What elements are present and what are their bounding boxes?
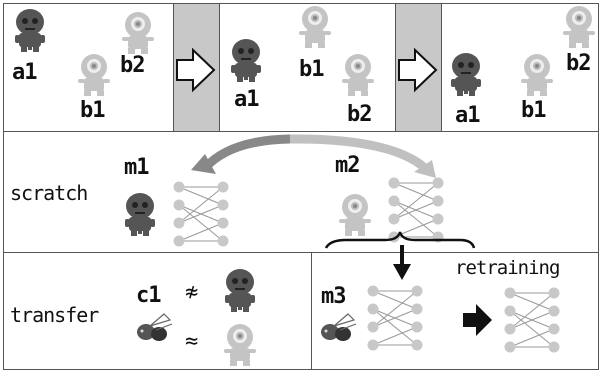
retraining-arrow-icon [463,304,492,336]
row-divider-bottom [3,252,599,253]
label-m3: m3 [321,284,346,309]
not-approx-symbol: ≉ [185,280,198,305]
label-m2: m2 [335,153,360,178]
robot-b1-icon [299,6,331,48]
row-divider-top [3,131,599,132]
label-b1: b1 [80,98,105,123]
retraining-label: retraining [455,257,560,279]
brace-icon [324,231,476,249]
bee-icon [320,313,357,342]
network-m3-icon [367,285,423,351]
row-label-scratch: scratch [10,181,88,205]
label-a1: a1 [455,103,480,128]
row-label-transfer: transfer [10,303,99,327]
transfer-divider [311,252,312,370]
robot-b2-icon [342,54,374,96]
curved-arrow-to-m1-icon [201,134,291,172]
label-a1: a1 [234,87,259,112]
next-step-arrow-icon [398,47,438,93]
label-m1: m1 [124,155,149,180]
robot-a1-icon [15,9,45,52]
robot-b2-icon [563,6,595,48]
down-arrow-icon [393,264,411,280]
robot-a1-icon [451,53,481,96]
robot-a-icon [225,269,255,312]
robot-b-icon [339,194,371,236]
approx-symbol: ≈ [185,329,198,354]
next-step-arrow-icon [176,47,216,93]
label-a1: a1 [12,60,37,85]
label-c1: c1 [136,283,161,308]
band-edge [219,4,220,131]
diagram-frame [3,3,599,370]
band-edge [173,4,174,131]
robot-b1-icon [521,54,553,96]
curved-arrow-to-m2-icon [289,134,428,172]
network-retrained-icon [504,287,560,353]
label-b2: b2 [347,102,372,127]
network-m2-icon [388,177,444,243]
label-b1: b1 [521,98,546,123]
robot-a1-icon [231,39,261,82]
bee-icon [136,313,173,342]
network-m1-icon [173,181,229,247]
robot-b2-icon [122,12,154,54]
label-b2: b2 [566,51,591,76]
robot-b-icon [224,324,256,366]
band-edge [441,4,442,131]
robot-b1-icon [78,54,110,96]
label-b2: b2 [120,53,145,78]
label-b1: b1 [299,57,324,82]
robot-a1-icon [125,193,155,236]
band-edge [395,4,396,131]
